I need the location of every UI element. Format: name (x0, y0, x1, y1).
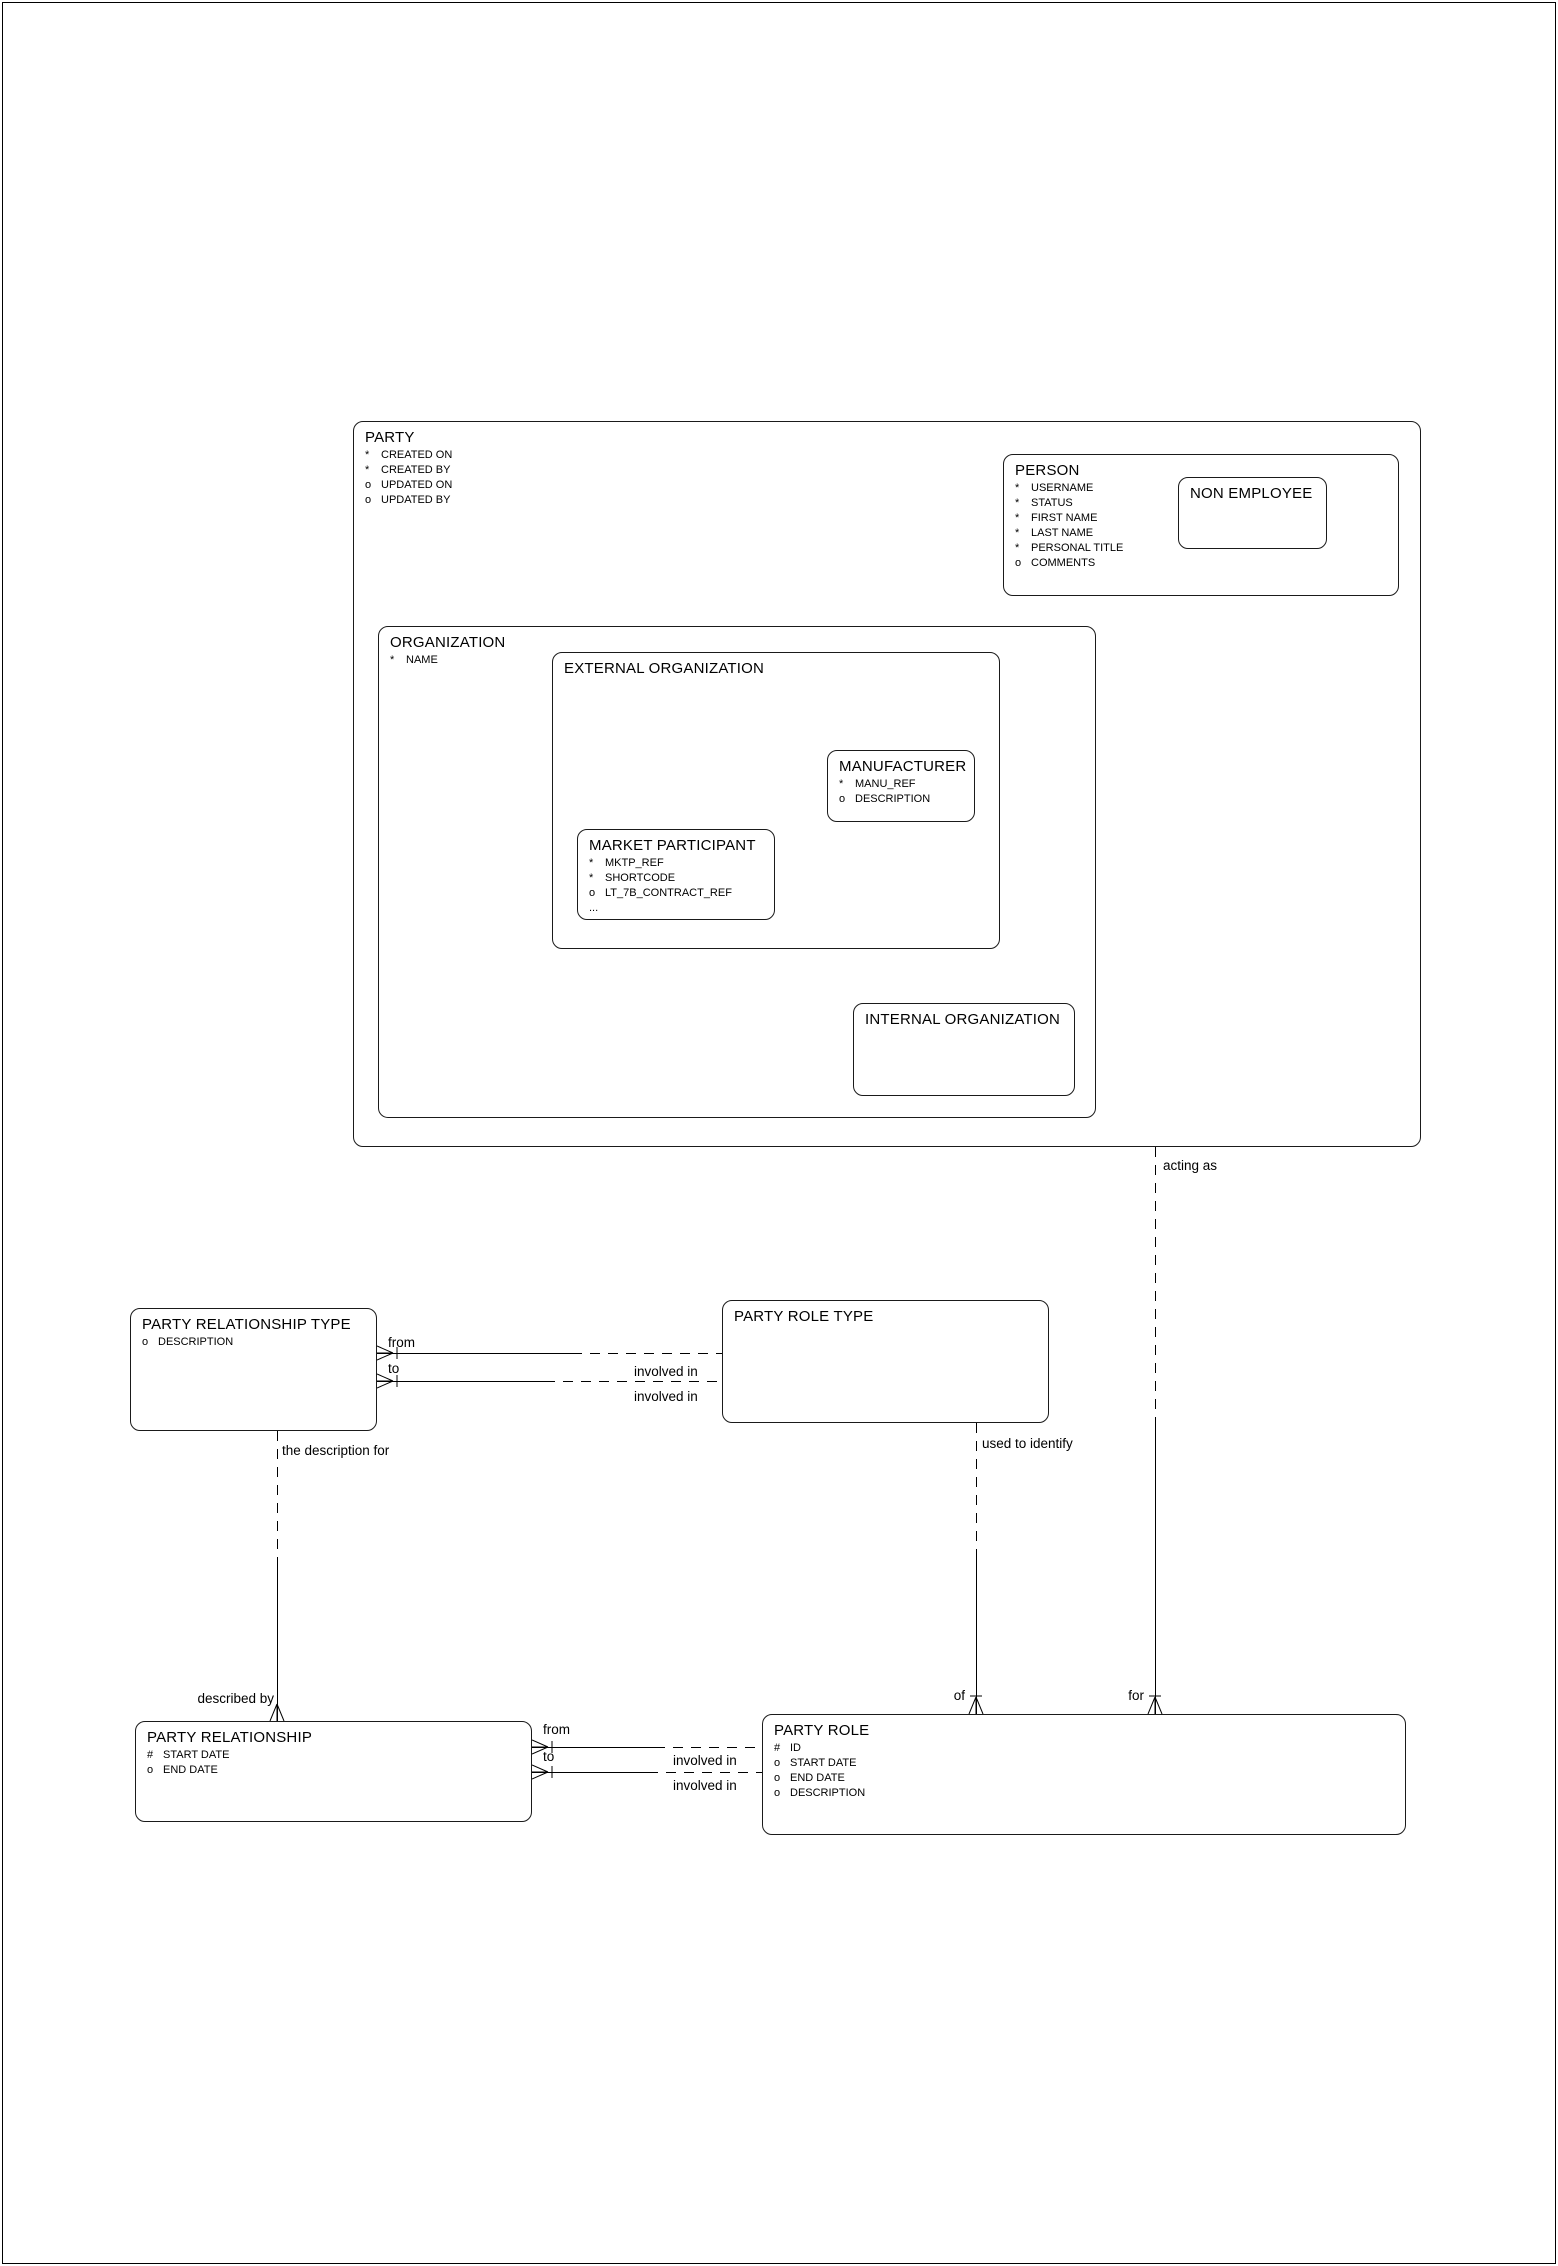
label-acting-as: acting as (1163, 1158, 1218, 1173)
label-involved-in-bottom-2: involved in (673, 1778, 737, 1793)
crows-foot-icon (1147, 1692, 1163, 1719)
crows-foot-icon (376, 1373, 399, 1394)
entity-internal-organization[interactable]: INTERNAL ORGANIZATION (853, 1003, 1075, 1096)
attribute-row: #ID (774, 1742, 801, 1754)
attribute-row: #START DATE (147, 1749, 230, 1761)
crows-foot-icon (531, 1764, 554, 1785)
entity-title: INTERNAL ORGANIZATION (865, 1011, 1061, 1028)
entity-title: EXTERNAL ORGANIZATION (564, 660, 765, 677)
connector-acting-as-optional-segment (1155, 1147, 1156, 1425)
label-involved-in-top-2: involved in (634, 1389, 698, 1404)
connector-used-to-identify-mandatory-segment (976, 1550, 977, 1714)
attribute-list: *USERNAME *STATUS *FIRST NAME *LAST NAME… (1015, 481, 1388, 571)
entity-party-role-type[interactable]: PARTY ROLE TYPE (722, 1300, 1049, 1423)
connector-used-to-identify-optional-segment (976, 1423, 977, 1550)
entity-title: PERSON (1015, 462, 1080, 479)
entity-title: PARTY RELATIONSHIP TYPE (142, 1316, 351, 1333)
entity-title: PARTY ROLE TYPE (734, 1308, 874, 1325)
connector-to-bottom-optional-segment (648, 1772, 762, 1773)
label-involved-in-bottom-1: involved in (673, 1753, 737, 1768)
connector-from-bottom-optional-segment (655, 1747, 762, 1748)
attribute-row: *STATUS (1015, 497, 1073, 509)
attribute-row: *USERNAME (1015, 482, 1094, 494)
attribute-row: *FIRST NAME (1015, 512, 1098, 524)
connector-description-for-mandatory-segment (277, 1558, 278, 1721)
entity-title: NON EMPLOYEE (1190, 485, 1313, 502)
connector-to-bottom-mandatory-segment (532, 1772, 648, 1773)
attribute-row: *MKTP_REF (589, 857, 664, 869)
label-from-top: from (388, 1335, 415, 1350)
connector-from-top-mandatory-segment (377, 1353, 572, 1354)
connector-from-bottom-mandatory-segment (532, 1747, 655, 1748)
attribute-row: *LAST NAME (1015, 527, 1094, 539)
crows-foot-icon (269, 1699, 285, 1726)
entity-title: PARTY ROLE (774, 1722, 870, 1739)
attribute-row: *MANU_REF (839, 778, 916, 790)
attribute-row: *CREATED BY (365, 464, 451, 476)
connector-to-top-optional-segment (545, 1381, 722, 1382)
label-for: for (1128, 1688, 1144, 1703)
crows-foot-icon (376, 1345, 399, 1366)
crows-foot-icon (968, 1692, 984, 1719)
label-involved-in-top-1: involved in (634, 1364, 698, 1379)
attribute-row: *SHORTCODE (589, 872, 676, 884)
entity-non-employee[interactable]: NON EMPLOYEE (1178, 477, 1327, 549)
label-from-bottom: from (543, 1722, 570, 1737)
label-to-top: to (388, 1361, 400, 1376)
attribute-row: ... (589, 902, 599, 914)
label-described-by: described by (197, 1691, 274, 1706)
label-used-to-identify: used to identify (982, 1436, 1073, 1451)
entity-title: PARTY RELATIONSHIP (147, 1729, 313, 1746)
attribute-row: *PERSONAL TITLE (1015, 542, 1124, 554)
connector-acting-as-mandatory-segment (1155, 1425, 1156, 1714)
label-the-description-for: the description for (282, 1443, 390, 1458)
connector-from-top-optional-segment (572, 1353, 722, 1354)
label-of: of (953, 1688, 965, 1703)
attribute-list: *NAME (390, 653, 1085, 668)
entity-title: MANUFACTURER (839, 758, 967, 775)
entity-title: MARKET PARTICIPANT (589, 837, 756, 854)
label-to-bottom: to (543, 1749, 555, 1764)
entity-title: ORGANIZATION (390, 634, 506, 651)
connector-description-for-optional-segment (277, 1431, 278, 1558)
attribute-row: *CREATED ON (365, 449, 453, 461)
crows-foot-icon (531, 1739, 554, 1760)
entity-market-participant[interactable]: MARKET PARTICIPANT *MKTP_REF *SHORTCODE … (577, 829, 775, 920)
connector-to-top-mandatory-segment (377, 1381, 545, 1382)
attribute-row: *NAME (390, 654, 438, 666)
entity-title: PARTY (365, 429, 415, 446)
